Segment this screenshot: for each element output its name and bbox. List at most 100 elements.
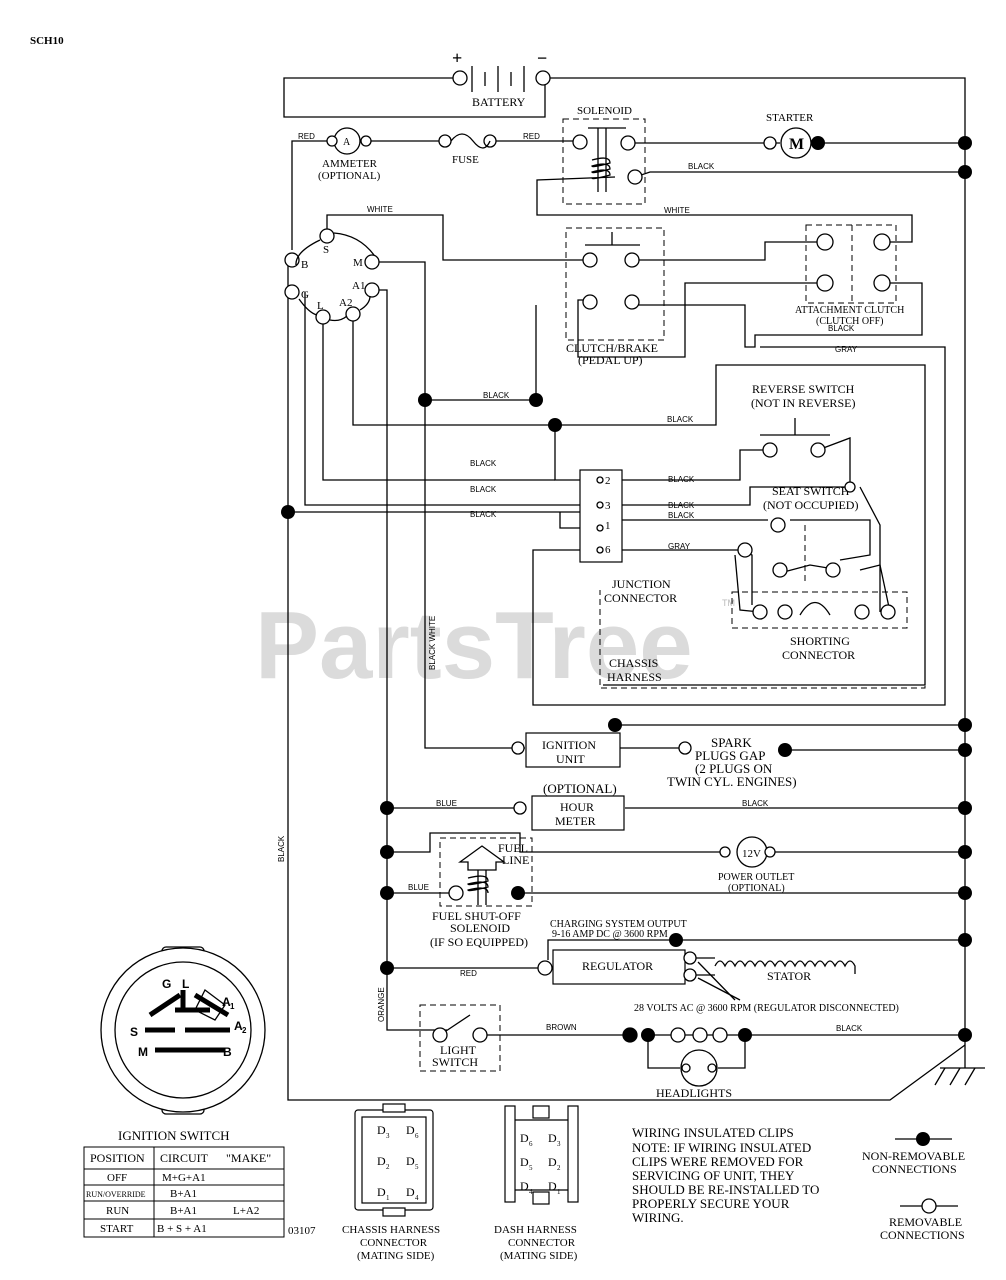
- dash-connector-sub: CONNECTOR: [508, 1237, 576, 1249]
- attachment-clutch-switch: ATTACHMENT CLUTCH (CLUTCH OFF): [795, 233, 904, 327]
- switch-face-a2-sub: 2: [242, 1026, 247, 1035]
- power-outlet-optional: (OPTIONAL): [728, 883, 785, 894]
- clutch-brake-state: (PEDAL UP): [578, 353, 643, 367]
- table-row-make: L+A2: [233, 1205, 259, 1217]
- table-row-circuit: B+A1: [170, 1188, 197, 1200]
- note-line: CLIPS WERE REMOVED FOR: [632, 1154, 804, 1169]
- light-switch-label: LIGHT: [440, 1043, 477, 1057]
- wire-label-gray-2: GRAY: [668, 542, 691, 551]
- wire-label-black-hour: BLACK: [742, 799, 769, 808]
- light-switch-sub: SWITCH: [432, 1055, 478, 1069]
- dash-connector-label: DASH HARNESS: [494, 1224, 577, 1236]
- ammeter-label: AMMETER: [322, 158, 378, 170]
- chassis-pin-d6-sub: 6: [415, 1132, 419, 1140]
- wire-label-black-4: BLACK: [470, 459, 497, 468]
- wire-label-black-9: BLACK: [668, 511, 695, 520]
- dashed-enclosures: [419, 118, 926, 1072]
- shorting-connector: SHORTING CONNECTOR: [752, 601, 896, 662]
- dash-pin-d1: D: [548, 1179, 557, 1193]
- legend-removable-label: REMOVABLE: [889, 1215, 962, 1229]
- note-line: NOTE: IF WIRING INSULATED: [632, 1140, 811, 1155]
- model-number: SCH10: [30, 35, 64, 47]
- legend-removable-dot: [921, 1198, 937, 1214]
- dash-pin-d1-sub: 1: [557, 1188, 561, 1196]
- dash-pin-d4-sub: 4: [529, 1188, 533, 1196]
- junction-pin-6: 6: [605, 544, 611, 556]
- chassis-pin-d1-sub: 1: [386, 1194, 390, 1202]
- legend: NON-REMOVABLE CONNECTIONS REMOVABLE CONN…: [862, 1132, 965, 1242]
- power-outlet-symbol: 12V: [742, 848, 761, 860]
- solenoid-label: SOLENOID: [577, 105, 632, 117]
- wire-label-black-white: BLACK WHITE: [428, 616, 437, 670]
- dash-pin-d6: D: [520, 1131, 529, 1145]
- reverse-switch-label: REVERSE SWITCH: [752, 382, 855, 396]
- chassis-harness-label: CHASSIS: [609, 656, 658, 670]
- wire-labels: RED RED BLACK WHITE WHITE BLACK GRAY BLA…: [277, 132, 863, 1033]
- wire-label-black-3: BLACK: [667, 415, 694, 424]
- chassis-pin-d2: D: [377, 1154, 386, 1168]
- ignition-unit-sub: UNIT: [556, 752, 585, 766]
- switch-face-b: B: [223, 1045, 232, 1059]
- power-outlet-label: POWER OUTLET: [718, 872, 794, 883]
- table-header-make: "MAKE": [226, 1151, 271, 1165]
- battery-positive-terminal: [452, 70, 468, 86]
- attachment-clutch-label: ATTACHMENT CLUTCH: [795, 305, 904, 316]
- wire-label-red-2: RED: [523, 132, 540, 141]
- starter-label: STARTER: [766, 112, 814, 124]
- seat-switch-state: (NOT OCCUPIED): [763, 498, 858, 512]
- wire-label-black-8: BLACK: [470, 510, 497, 519]
- wire-label-black-head: BLACK: [836, 1024, 863, 1033]
- terminal-l: L: [317, 300, 324, 312]
- chassis-pin-d3: D: [377, 1123, 386, 1137]
- chassis-harness-sub: HARNESS: [607, 670, 662, 684]
- regulator: CHARGING SYSTEM OUTPUT 9-16 AMP DC @ 360…: [537, 919, 899, 1014]
- connection-dots: [281, 136, 972, 1042]
- watermark-tm: TM: [722, 598, 735, 608]
- wire-label-black-clutch: BLACK: [828, 324, 855, 333]
- seat-switch-label: SEAT SWITCH: [772, 484, 850, 498]
- power-outlet: 12V POWER OUTLET (OPTIONAL): [718, 836, 794, 894]
- terminal-s: S: [323, 244, 329, 256]
- headlights: HEADLIGHTS: [622, 1027, 732, 1100]
- fuel-solenoid-note: (IF SO EQUIPPED): [430, 935, 528, 949]
- fuel-solenoid-label: FUEL SHUT-OFF: [432, 909, 521, 923]
- chassis-harness-connector: D 3 D 2 D 1 D 6 D 5 D 4 CHASSIS HARNESS …: [342, 1103, 440, 1262]
- wire-label-white-2: WHITE: [664, 206, 690, 215]
- attachment-clutch-state: (CLUTCH OFF): [816, 316, 884, 327]
- light-switch: LIGHT SWITCH: [432, 1014, 488, 1069]
- wire-label-blue-1: BLUE: [436, 799, 457, 808]
- wire-label-brown: BROWN: [546, 1023, 577, 1032]
- starter-motor-symbol: M: [789, 136, 804, 153]
- wire-label-black-2: BLACK: [483, 391, 510, 400]
- wire-label-blue-2: BLUE: [408, 883, 429, 892]
- terminal-g: G: [301, 289, 309, 301]
- reverse-switch: REVERSE SWITCH (NOT IN REVERSE): [751, 382, 855, 458]
- note-line: PROPERLY SECURE YOUR: [632, 1196, 790, 1211]
- wiring-notes: WIRING INSULATED CLIPS NOTE: IF WIRING I…: [632, 1125, 819, 1225]
- switch-face-m: M: [138, 1045, 148, 1059]
- switch-face-a1: A: [222, 995, 231, 1009]
- wire-label-black-vertical: BLACK: [277, 835, 286, 862]
- note-line: WIRING.: [632, 1210, 684, 1225]
- wire-label-gray-1: GRAY: [835, 345, 858, 354]
- legend-non-removable-label: NON-REMOVABLE: [862, 1149, 965, 1163]
- spark-gap: PLUGS GAP: [695, 748, 765, 763]
- junction-pin-2: 2: [605, 475, 611, 487]
- chassis-pin-d3-sub: 3: [386, 1132, 390, 1140]
- battery-minus: −: [537, 48, 547, 68]
- terminal-a2: A2: [339, 297, 352, 309]
- dash-harness-connector: D 6 D 5 D 4 D 3 D 2 D 1 DASH HARNESS CON…: [494, 1105, 579, 1262]
- table-header-circuit: CIRCUIT: [160, 1151, 209, 1165]
- junction-label: JUNCTION: [612, 577, 671, 591]
- table-row-position: RUN: [106, 1205, 129, 1217]
- table-row-position: START: [100, 1223, 134, 1235]
- chassis-connector-label: CHASSIS HARNESS: [342, 1224, 440, 1236]
- switch-face-s: S: [130, 1025, 138, 1039]
- table-row-position: RUN/OVERRIDE: [86, 1190, 146, 1199]
- ignition-unit: IGNITION UNIT SPARK PLUGS GAP (2 PLUGS O…: [511, 732, 797, 789]
- wire-label-orange: ORANGE: [377, 987, 386, 1022]
- starter: STARTER M: [763, 112, 825, 159]
- headlights-label: HEADLIGHTS: [656, 1086, 732, 1100]
- reverse-switch-state: (NOT IN REVERSE): [751, 396, 855, 410]
